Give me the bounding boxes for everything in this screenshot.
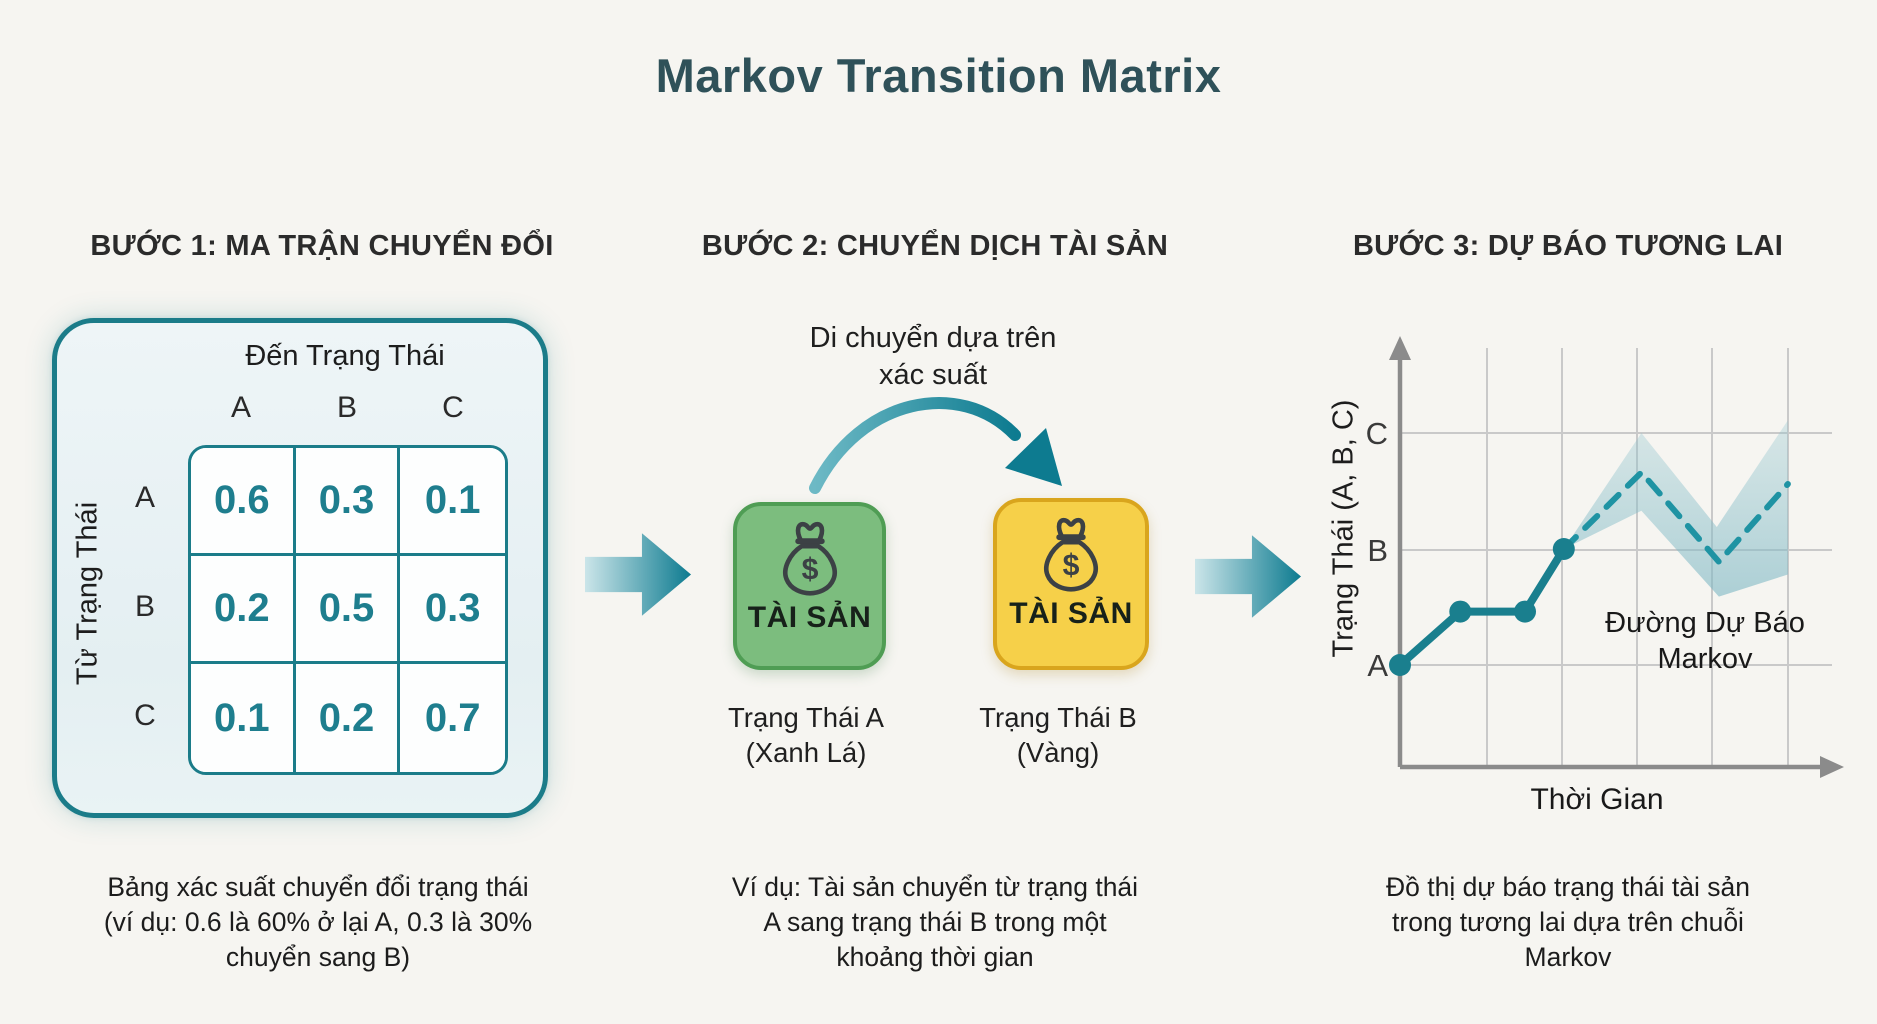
money-bag-icon: $ bbox=[1044, 517, 1098, 592]
transfer-note-line2: xác suất bbox=[879, 359, 987, 391]
matrix-col-axis-label: Đến Trạng Thái bbox=[245, 340, 445, 372]
step1-caption-line2: (ví dụ: 0.6 là 60% ở lại A, 0.3 là 30% bbox=[103, 907, 533, 937]
forecast-line bbox=[1560, 468, 1791, 567]
matrix-cell-bb: 0.5 bbox=[295, 556, 401, 664]
block-arrow-icon-2 bbox=[1195, 535, 1302, 618]
matrix-col-header-a: A bbox=[230, 391, 251, 424]
money-bag-icon: $ bbox=[782, 521, 837, 596]
svg-text:$: $ bbox=[1063, 549, 1080, 582]
matrix-cell-bc: 0.3 bbox=[400, 556, 505, 664]
y-axis-arrow-icon bbox=[1389, 336, 1411, 360]
svg-text:$: $ bbox=[801, 553, 818, 586]
matrix-cell-cc: 0.7 bbox=[400, 664, 505, 772]
step2-heading: BƯỚC 2: CHUYỂN DỊCH TÀI SẢN bbox=[701, 230, 1169, 262]
asset-box-state-a: $ TÀI SẢN bbox=[733, 502, 886, 670]
step3-caption-line2: trong tương lai dựa trên chuỗi bbox=[1392, 907, 1744, 937]
curved-arrow-icon bbox=[809, 397, 1062, 494]
page-title: Markov Transition Matrix bbox=[655, 49, 1222, 102]
transfer-note-line1: Di chuyển dựa trên bbox=[809, 322, 1057, 354]
matrix-cell-aa: 0.6 bbox=[191, 448, 296, 556]
chart-axes bbox=[1397, 358, 1822, 770]
block-arrow-icon-1 bbox=[585, 533, 692, 616]
step3-caption-line3: Markov bbox=[1524, 942, 1612, 972]
matrix-row-label-b: B bbox=[134, 590, 155, 623]
step3-heading: BƯỚC 3: DỰ BÁO TƯƠNG LAI bbox=[1352, 230, 1784, 262]
step1-heading: BƯỚC 1: MA TRẬN CHUYỂN ĐỔI bbox=[90, 230, 554, 262]
step3-caption: Đồ thị dự báo trạng thái tài sản trong t… bbox=[1288, 870, 1848, 975]
matrix-cell-ac: 0.1 bbox=[400, 448, 505, 556]
history-points bbox=[1389, 538, 1575, 676]
step1-caption: Bảng xác suất chuyển đổi trạng thái (ví … bbox=[38, 870, 598, 975]
matrix-row-label-a: A bbox=[134, 481, 155, 514]
forecast-annotation-line1: Đường Dự Báo bbox=[1605, 607, 1805, 639]
state-a-sublabel: (Xanh Lá) bbox=[745, 737, 867, 768]
step1-caption-line3: chuyển sang B) bbox=[225, 942, 411, 972]
matrix-col-header-b: B bbox=[336, 391, 357, 424]
asset-box-state-b: $ TÀI SẢN bbox=[993, 498, 1149, 670]
matrix-row-label-c: C bbox=[134, 699, 156, 732]
step1-caption-line1: Bảng xác suất chuyển đổi trạng thái bbox=[107, 872, 529, 902]
state-b-sublabel: (Vàng) bbox=[1016, 737, 1100, 768]
matrix-cell-ca: 0.1 bbox=[191, 664, 296, 772]
y-tick-b: B bbox=[1367, 533, 1388, 568]
asset-label-b: TÀI SẢN bbox=[1009, 597, 1133, 630]
chart-x-axis-label: Thời Gian bbox=[1530, 783, 1663, 815]
step2-caption-line3: khoảng thời gian bbox=[836, 942, 1034, 972]
transition-matrix-table: 0.6 0.3 0.1 0.2 0.5 0.3 0.1 0.2 0.7 bbox=[188, 445, 508, 775]
state-a-label: Trạng Thái A bbox=[728, 702, 884, 733]
y-tick-a: A bbox=[1367, 648, 1388, 683]
history-line bbox=[1396, 545, 1568, 669]
transition-matrix-panel: Đến Trạng Thái A B C Từ Trạng Thái A B C… bbox=[52, 318, 548, 818]
forecast-chart: C B A Đường Dự Báo Markov Thời Gian bbox=[1366, 336, 1844, 815]
step2-caption-line2: A sang trạng thái B trong một bbox=[763, 907, 1107, 937]
matrix-row-axis-label: Từ Trạng Thái bbox=[71, 501, 104, 686]
step2-caption: Ví dụ: Tài sản chuyển từ trạng thái A sa… bbox=[655, 870, 1215, 975]
matrix-col-header-c: C bbox=[442, 391, 464, 424]
asset-label-a: TÀI SẢN bbox=[747, 601, 872, 634]
step3-caption-line1: Đồ thị dự báo trạng thái tài sản bbox=[1386, 872, 1750, 902]
matrix-cell-ba: 0.2 bbox=[191, 556, 296, 664]
matrix-cell-ab: 0.3 bbox=[295, 448, 401, 556]
state-b-label: Trạng Thái B bbox=[979, 702, 1137, 733]
step2-caption-line1: Ví dụ: Tài sản chuyển từ trạng thái bbox=[731, 872, 1139, 902]
x-axis-arrow-icon bbox=[1820, 756, 1844, 778]
y-tick-c: C bbox=[1366, 416, 1388, 451]
matrix-cell-cb: 0.2 bbox=[295, 664, 401, 772]
forecast-annotation-line2: Markov bbox=[1657, 643, 1753, 675]
